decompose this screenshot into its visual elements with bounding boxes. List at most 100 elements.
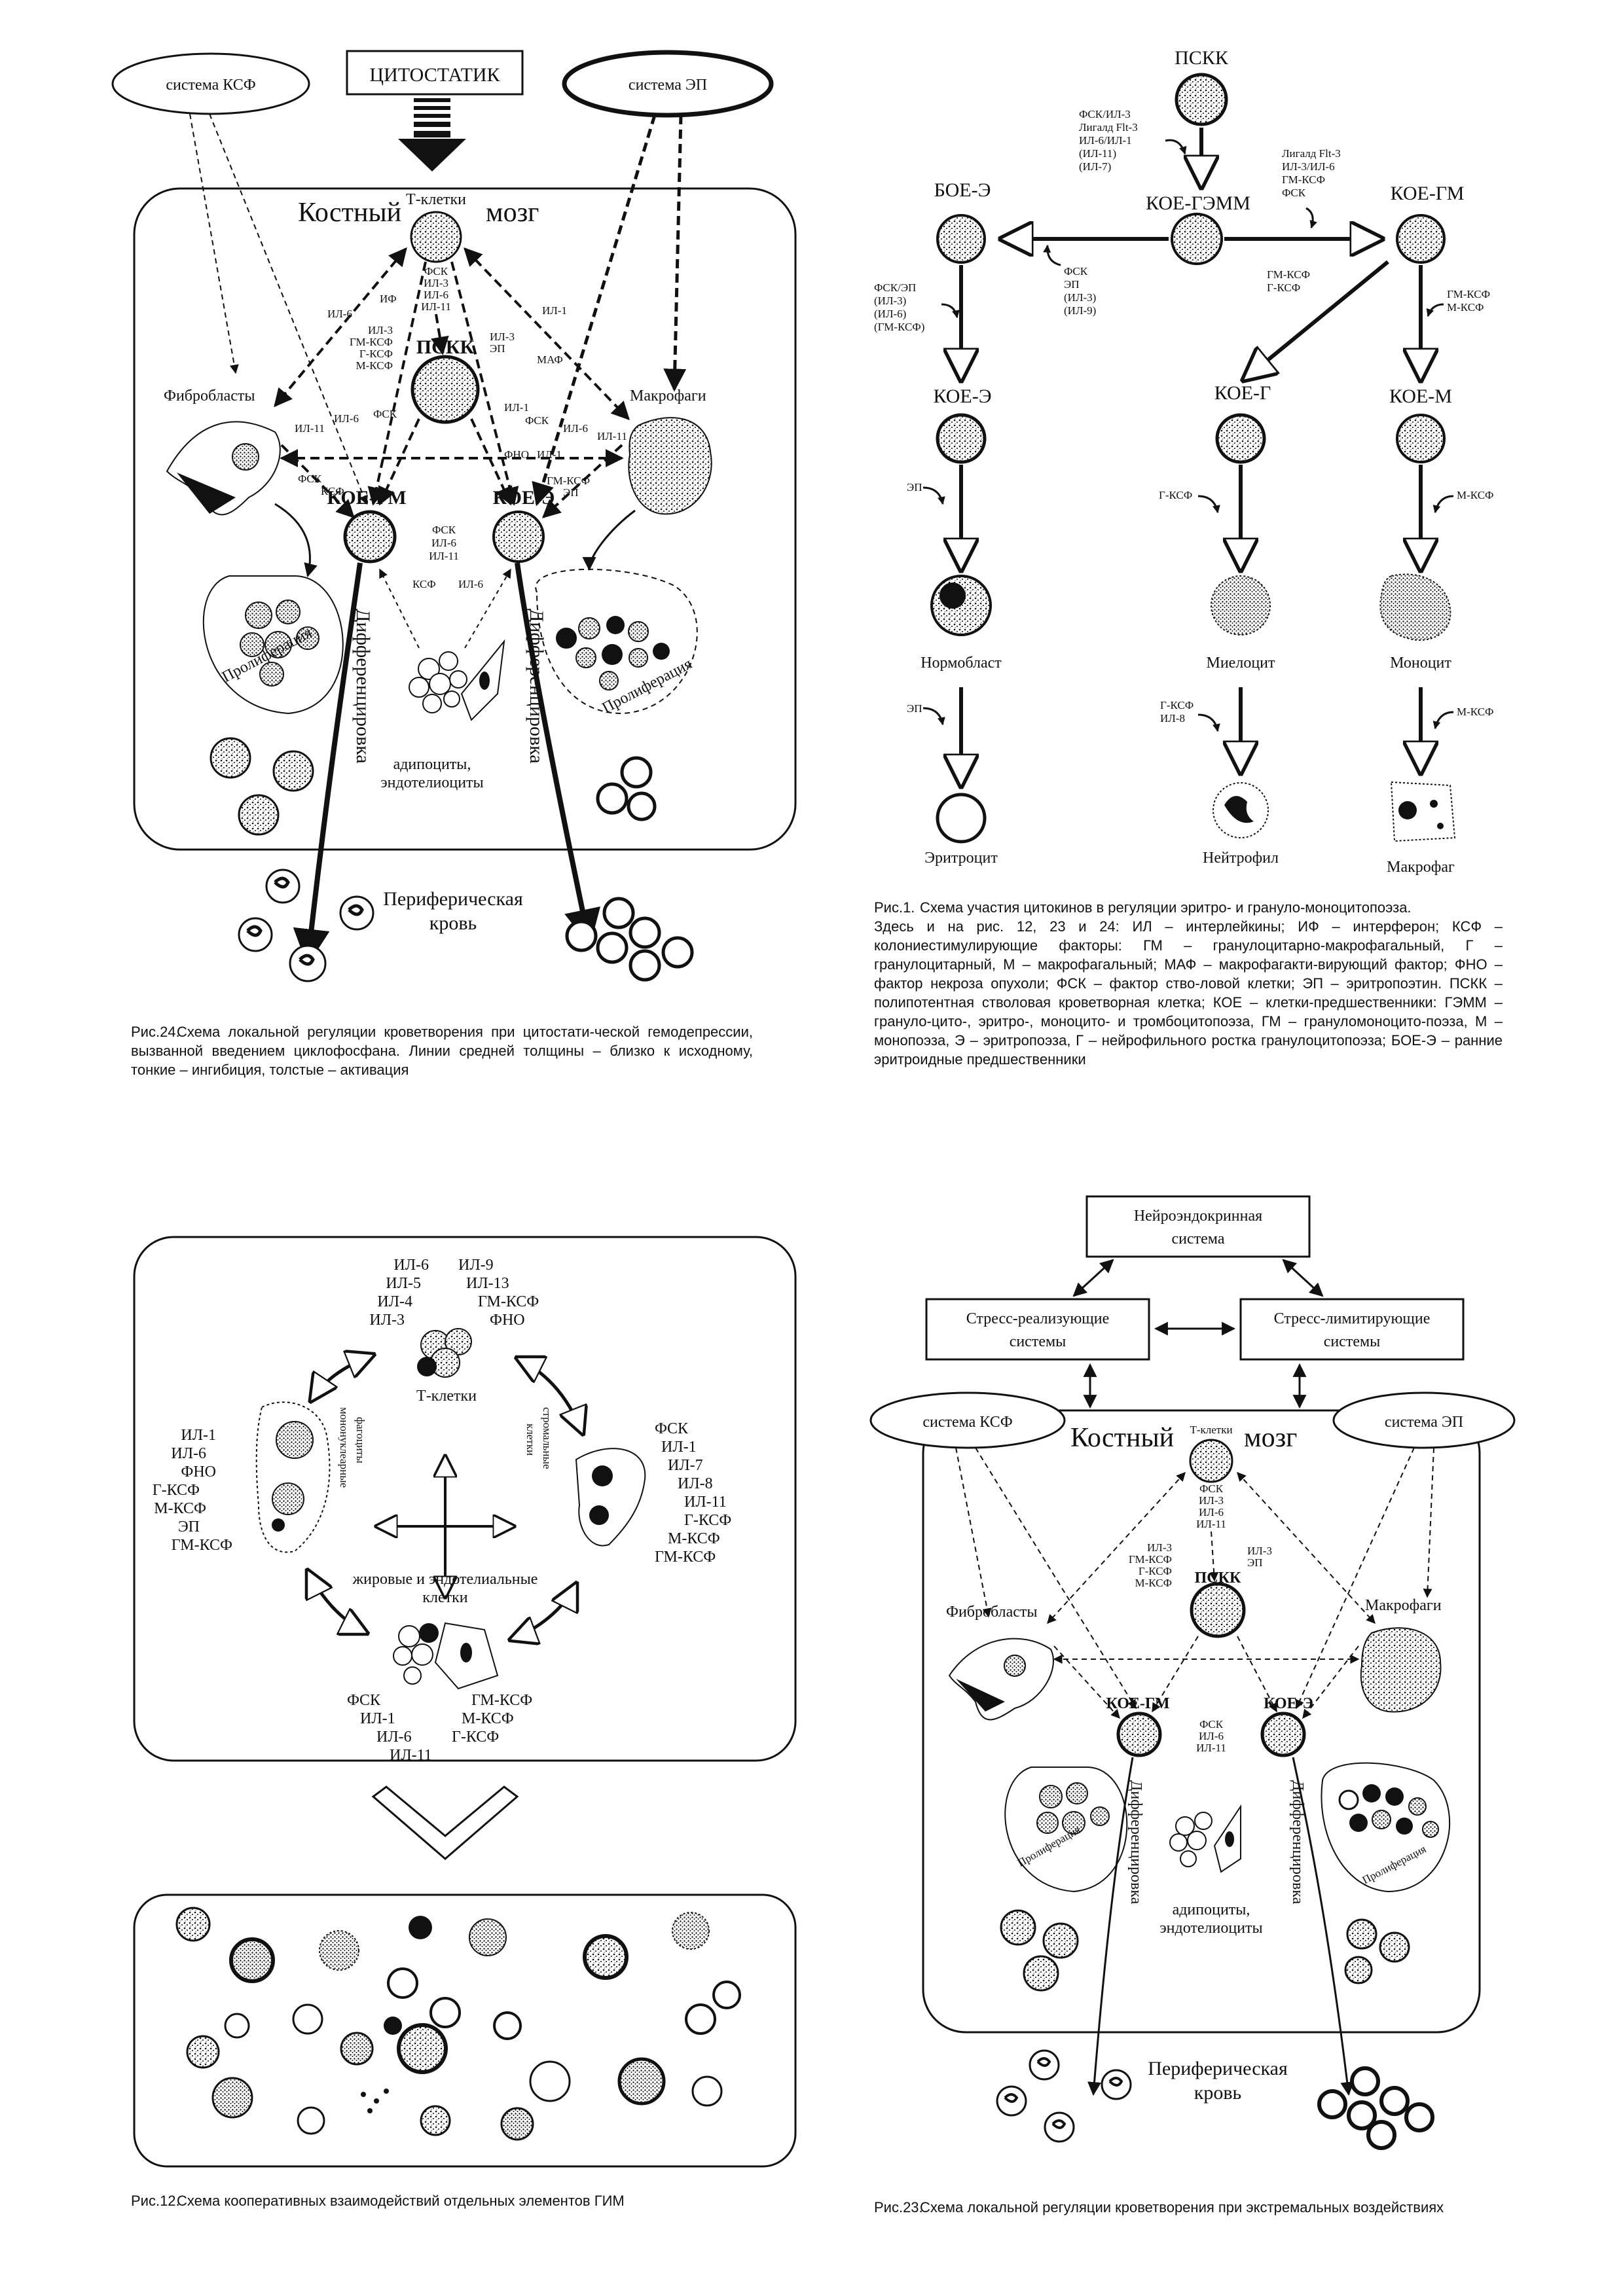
svg-text:(ИЛ-7): (ИЛ-7) xyxy=(1079,160,1111,173)
svg-text:ФСК: ФСК xyxy=(424,265,448,278)
fig23-koe-gm-cell-icon xyxy=(1116,1712,1162,1757)
svg-text:ИЛ-3: ИЛ-3 xyxy=(368,324,393,336)
f1-koe-g-label: КОЕ-Г xyxy=(1214,382,1271,404)
peripheral-blood-label: Периферическая xyxy=(383,888,523,910)
fig12-bottom-right-list: ГМ-КСФ М-КСФ Г-КСФ xyxy=(452,1692,532,1746)
svg-text:ИЛ-13: ИЛ-13 xyxy=(466,1275,509,1292)
fig23-proliferation-right-cells xyxy=(1338,1784,1439,1838)
adipocyte-arrows xyxy=(379,568,511,649)
fig12-stromal-label-2: клетки xyxy=(524,1424,537,1456)
fig12-outer-box xyxy=(133,1236,797,1762)
svg-text:ИЛ-6: ИЛ-6 xyxy=(376,1729,412,1746)
svg-text:ЭП: ЭП xyxy=(178,1518,200,1535)
svg-text:ФСК: ФСК xyxy=(1282,187,1306,199)
proliferation-left-cells xyxy=(240,600,319,687)
fig23-t-cells-label: Т-клетки xyxy=(1190,1424,1232,1436)
svg-text:ИЛ-8: ИЛ-8 xyxy=(678,1475,713,1492)
f1-top-cytokines: ФСК/ИЛ-3 Лигалд Flt-3 ИЛ-6/ИЛ-1 (ИЛ-11) … xyxy=(1079,108,1138,173)
fig12-t-cells-label: Т-клетки xyxy=(416,1388,477,1405)
svg-text:ИЛ-6: ИЛ-6 xyxy=(334,412,359,425)
peripheral-blood-label-2: кровь xyxy=(429,912,477,934)
t-cells-cytokines: ФСК ИЛ-3 ИЛ-6 ИЛ-11 xyxy=(421,265,451,313)
svg-text:Лигалд Flt-3: Лигалд Flt-3 xyxy=(1079,121,1138,134)
f1-koe-m-cell-icon xyxy=(1396,414,1446,463)
svg-text:ИЛ-6: ИЛ-6 xyxy=(1199,1730,1224,1742)
figure-23: Нейроэндокринная система Стресс-реализую… xyxy=(869,1195,1516,2150)
svg-text:(ГМ-КСФ): (ГМ-КСФ) xyxy=(874,321,924,333)
svg-text:ИЛ-11: ИЛ-11 xyxy=(684,1494,727,1511)
svg-text:ИЛ-1: ИЛ-1 xyxy=(360,1710,395,1727)
fig1-caption-text: Здесь и на рис. 12, 23 и 24: ИЛ – интерл… xyxy=(874,918,1503,1067)
svg-text:ГМ-КСФ: ГМ-КСФ xyxy=(350,336,393,348)
fig12-phagocytes-label: фагоциты xyxy=(354,1417,367,1463)
differentiation-left-arrow xyxy=(293,562,363,966)
internal-regulation-arrows xyxy=(274,247,630,518)
svg-text:ИЛ-11: ИЛ-11 xyxy=(390,1747,432,1764)
svg-text:Г-КСФ: Г-КСФ xyxy=(153,1482,200,1499)
svg-text:Г-КСФ: Г-КСФ xyxy=(1139,1565,1172,1577)
fig23-proliferation-right-sac xyxy=(1321,1762,1450,1893)
endothelial-label: эндотелиоциты xyxy=(380,774,483,791)
svg-text:ИЛ-5: ИЛ-5 xyxy=(386,1275,421,1292)
svg-text:ГМ-КСФ: ГМ-КСФ xyxy=(547,475,590,487)
svg-text:ФСК: ФСК xyxy=(1199,1718,1224,1731)
svg-text:ИЛ-1: ИЛ-1 xyxy=(542,304,567,317)
fibroblasts-label: Фибробласты xyxy=(164,387,255,404)
svg-text:Г-КСФ: Г-КСФ xyxy=(452,1729,499,1746)
bone-marrow-label-2: мозг xyxy=(486,198,539,228)
peripheral-neutrophils-icon xyxy=(238,869,374,982)
proliferation-right-sac xyxy=(535,568,698,715)
fig23-proliferation-left-sac xyxy=(1004,1767,1128,1893)
svg-text:(ИЛ-9): (ИЛ-9) xyxy=(1064,304,1096,317)
svg-text:ГМ-КСФ: ГМ-КСФ xyxy=(1129,1553,1172,1566)
cytostatic-box xyxy=(346,50,524,96)
fig23-macrophages-label: Макрофаги xyxy=(1365,1597,1442,1614)
figure-12: ИЛ-6 ИЛ-5 ИЛ-4 ИЛ-3 ИЛ-9 ИЛ-13 ГМ-КСФ ФН… xyxy=(133,1236,797,2168)
ep-system-oval xyxy=(562,50,774,118)
fig1-caption-number: Рис.1. xyxy=(874,899,915,916)
f1-pskk-cell-icon xyxy=(1175,73,1228,126)
fig23-ksf-system-oval xyxy=(869,1391,1066,1449)
svg-text:ИЛ-11: ИЛ-11 xyxy=(1196,1742,1226,1754)
svg-text:ИЛ-3/ИЛ-6: ИЛ-3/ИЛ-6 xyxy=(1282,160,1335,173)
neuroendocrine-label: Нейроэндокринная xyxy=(1134,1208,1262,1225)
proliferation-right-cells xyxy=(556,616,670,691)
fig23-koe-e-label: КОЕ-Э xyxy=(1264,1695,1313,1712)
svg-text:ФНО: ФНО xyxy=(181,1463,216,1480)
f1-mid-cytokines: ФСК ЭП (ИЛ-3) (ИЛ-9) xyxy=(1064,265,1096,317)
svg-text:(ИЛ-3): (ИЛ-3) xyxy=(1064,291,1096,304)
fig23-bone-marrow-label-2: мозг xyxy=(1244,1423,1297,1453)
fig12-fat-endothelial-icon xyxy=(393,1622,499,1690)
fig12-right-list: ФСК ИЛ-1 ИЛ-7 ИЛ-8 ИЛ-11 Г-КСФ М-КСФ ГМ-… xyxy=(655,1420,731,1566)
f1-pskk-label: ПСКК xyxy=(1175,47,1229,69)
fig23-adipocytes-label: адипоциты, xyxy=(1173,1901,1250,1918)
svg-text:МАФ: МАФ xyxy=(537,353,563,366)
fig23-system-arrows xyxy=(1072,1259,1324,1409)
fig23-peripheral-blood-label-2: кровь xyxy=(1194,2082,1241,2104)
fig23-caption-number: Рис.23. xyxy=(874,2199,923,2215)
svg-text:ИЛ-3: ИЛ-3 xyxy=(1199,1494,1224,1507)
svg-text:Лигалд Flt-3: Лигалд Flt-3 xyxy=(1282,147,1341,160)
svg-text:ГМ-КСФ: ГМ-КСФ xyxy=(478,1293,539,1310)
f1-boe-e-cell-icon xyxy=(936,214,986,264)
fig12-ring-arrows xyxy=(308,1355,583,1640)
svg-text:ФНО: ФНО xyxy=(490,1312,525,1329)
fig24-caption-text: Схема локальной регуляции кроветворения … xyxy=(131,1024,753,1078)
fig12-down-chevron xyxy=(371,1785,519,1860)
fig23-bone-marrow-label: Костный xyxy=(1070,1423,1174,1453)
f1-myelocyte-label: Миелоцит xyxy=(1207,655,1276,672)
svg-text:ИЛ-6/ИЛ-1: ИЛ-6/ИЛ-1 xyxy=(1079,134,1132,147)
svg-text:ИЛ-6: ИЛ-6 xyxy=(458,578,483,590)
svg-text:ИЛ-3: ИЛ-3 xyxy=(490,331,515,343)
fig23-koe-gm-label: КОЕ-ГМ xyxy=(1106,1695,1169,1712)
svg-text:(ИЛ-6): (ИЛ-6) xyxy=(874,308,906,320)
fig12-bottom-left-list: ФСК ИЛ-1 ИЛ-6 ИЛ-11 xyxy=(347,1692,432,1764)
koe-e-cell-icon xyxy=(492,511,545,563)
fig23-proliferation-right-label: Пролиферация xyxy=(1360,1842,1429,1886)
fig23-peripheral-blood-label: Периферическая xyxy=(1148,2058,1288,2079)
svg-text:М-КСФ: М-КСФ xyxy=(1135,1577,1172,1589)
f1-koe-g-cell-icon xyxy=(1215,413,1266,464)
svg-text:ИЛ-6: ИЛ-6 xyxy=(171,1445,206,1462)
svg-text:ИЛ-11: ИЛ-11 xyxy=(295,422,325,435)
f1-boe-e-label: БОЕ-Э xyxy=(934,179,991,201)
